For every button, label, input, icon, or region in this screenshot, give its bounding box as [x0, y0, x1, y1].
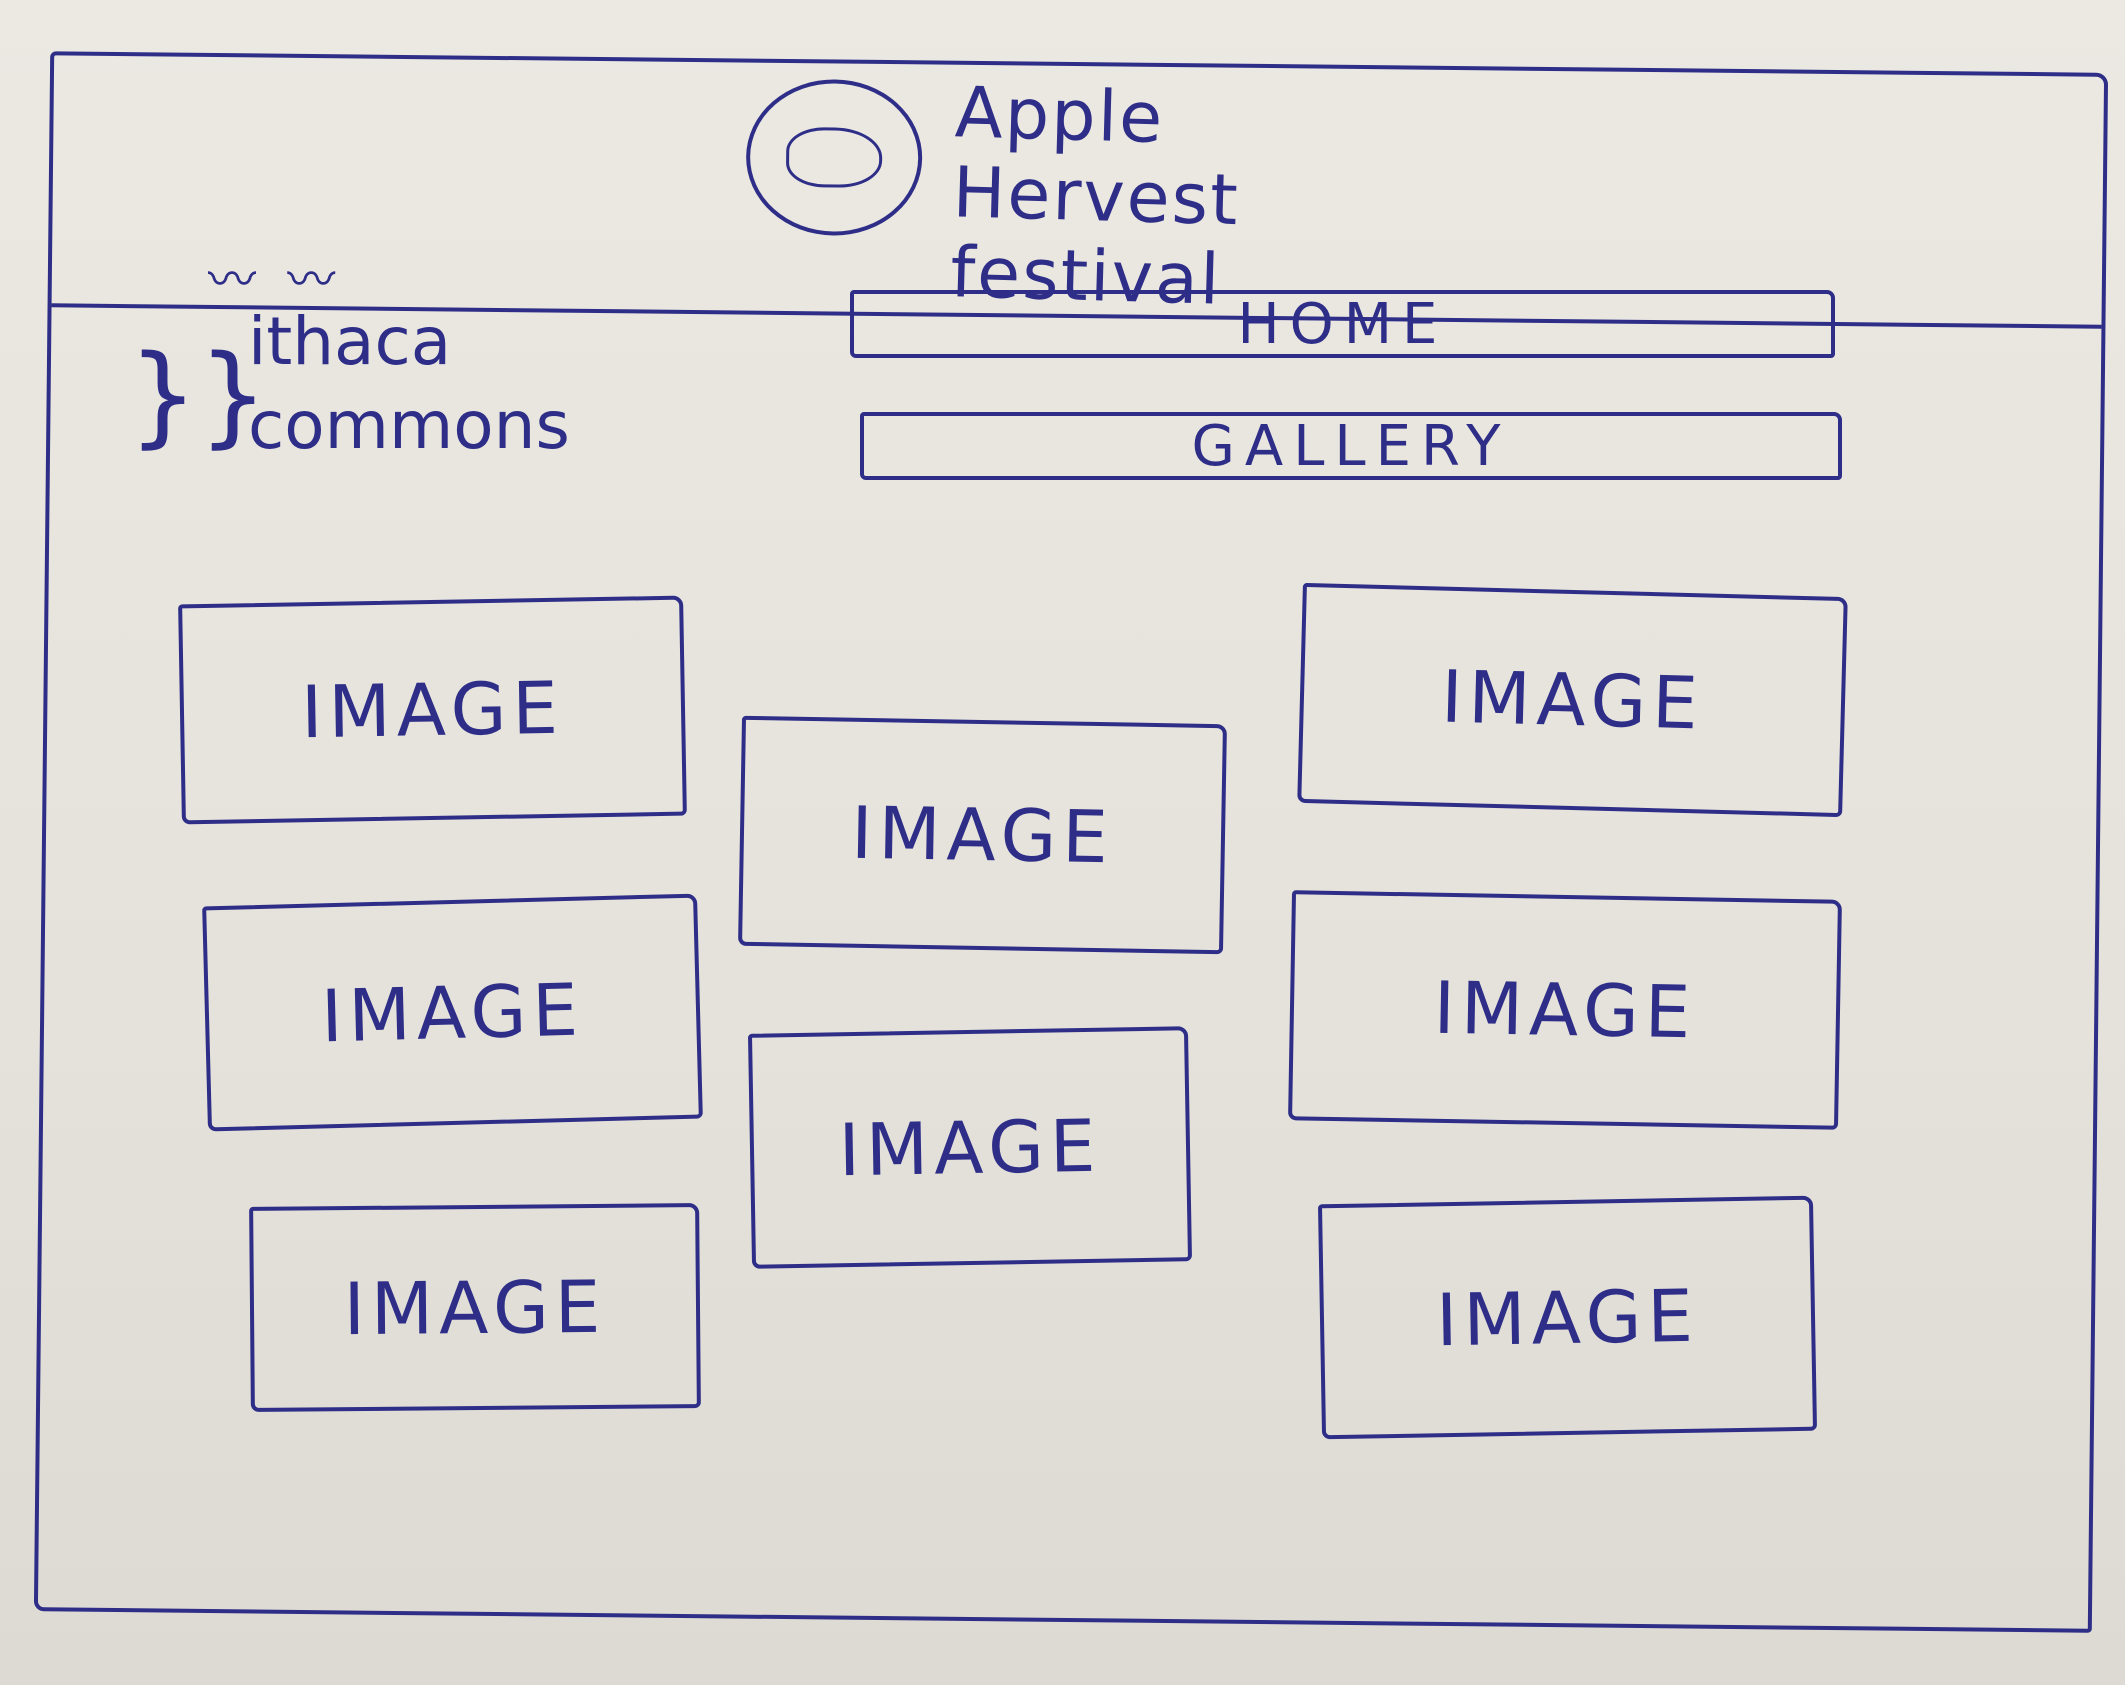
- gallery-image-3[interactable]: IMAGE: [1297, 582, 1848, 818]
- gallery-image-2[interactable]: IMAGE: [738, 715, 1227, 955]
- brand-block: 〰 〰 }} ithaca commons: [128, 252, 570, 468]
- logo[interactable]: [745, 78, 923, 237]
- gallery-image-1[interactable]: IMAGE: [178, 595, 687, 825]
- site-title-line-1: Apple: [953, 71, 1166, 160]
- gallery-image-6[interactable]: IMAGE: [1288, 890, 1842, 1130]
- gallery-image-4[interactable]: IMAGE: [202, 893, 703, 1132]
- brand-line-2: commons: [248, 387, 570, 464]
- brace-decoration-icon: }}: [128, 331, 268, 459]
- home-button[interactable]: HOME: [850, 290, 1835, 358]
- wave-decoration-icon: 〰 〰: [208, 252, 344, 308]
- gallery-button[interactable]: GALLERY: [860, 412, 1842, 480]
- gallery-image-5[interactable]: IMAGE: [747, 1026, 1193, 1269]
- site-title-line-2: Hervest: [951, 151, 1241, 242]
- brand-line-1: ithaca: [248, 303, 452, 380]
- gallery-image-8[interactable]: IMAGE: [1317, 1195, 1818, 1440]
- gallery-image-7[interactable]: IMAGE: [249, 1203, 701, 1412]
- apple-logo-icon: [785, 126, 883, 188]
- site-title: Apple Hervest festival: [949, 71, 1242, 320]
